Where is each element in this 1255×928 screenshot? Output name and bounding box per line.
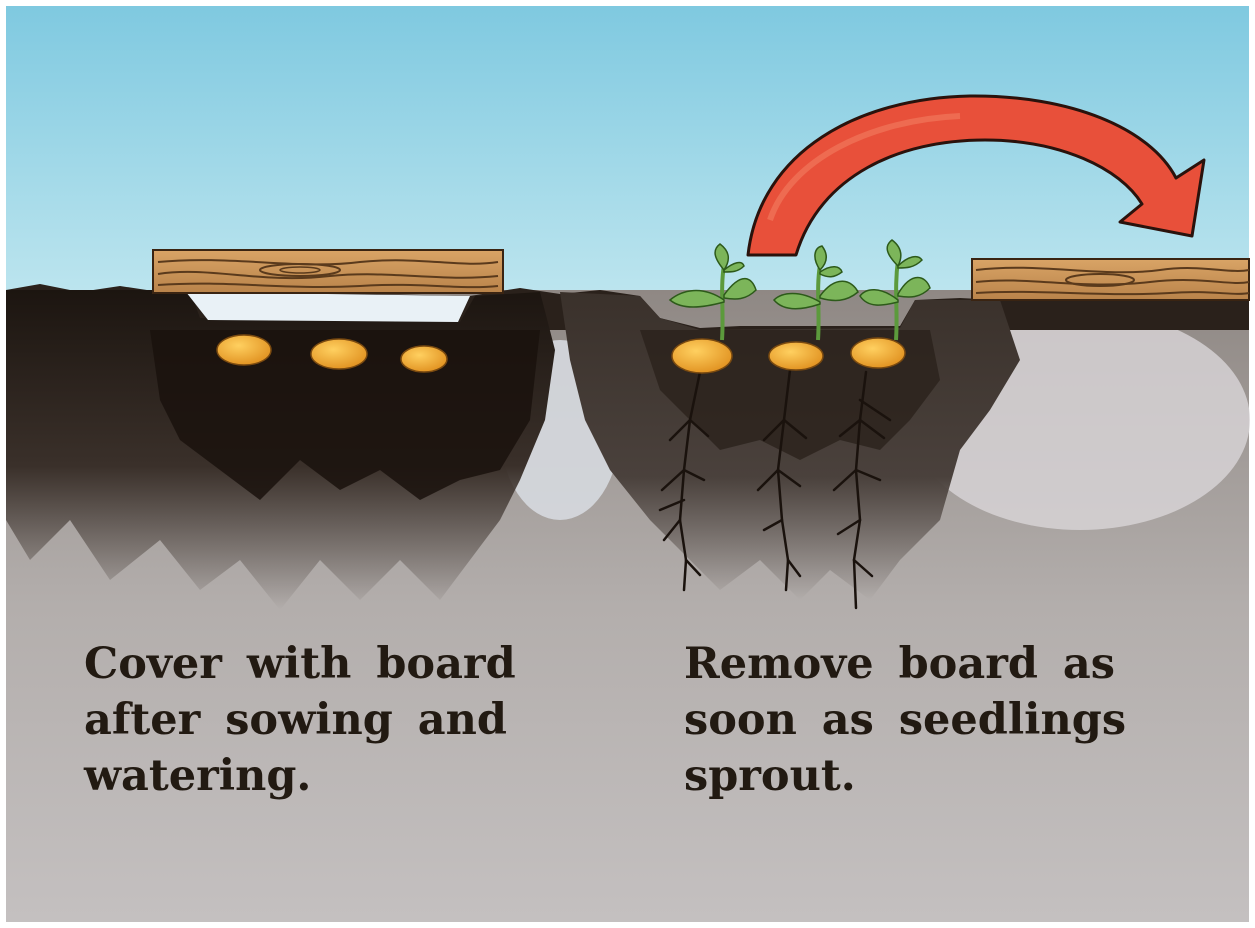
seeds-right bbox=[672, 338, 905, 373]
caption-remove-board: Remove board as soon as seedlings sprout… bbox=[684, 636, 1126, 804]
caption-line: after sowing and bbox=[84, 692, 516, 748]
seed-icon bbox=[672, 339, 732, 373]
seed-icon bbox=[851, 338, 905, 368]
seed-icon bbox=[401, 346, 447, 372]
caption-line: soon as seedlings bbox=[684, 692, 1126, 748]
caption-line: watering. bbox=[84, 748, 516, 804]
caption-cover-board: Cover with board after sowing and wateri… bbox=[84, 636, 516, 804]
seed-icon bbox=[311, 339, 367, 369]
caption-line: sprout. bbox=[684, 748, 1126, 804]
wooden-board-right bbox=[972, 259, 1249, 300]
seed-icon bbox=[217, 335, 271, 365]
caption-line: Remove board as bbox=[684, 636, 1126, 692]
wooden-board-left bbox=[153, 250, 503, 293]
seed-icon bbox=[769, 342, 823, 370]
caption-line: Cover with board bbox=[84, 636, 516, 692]
